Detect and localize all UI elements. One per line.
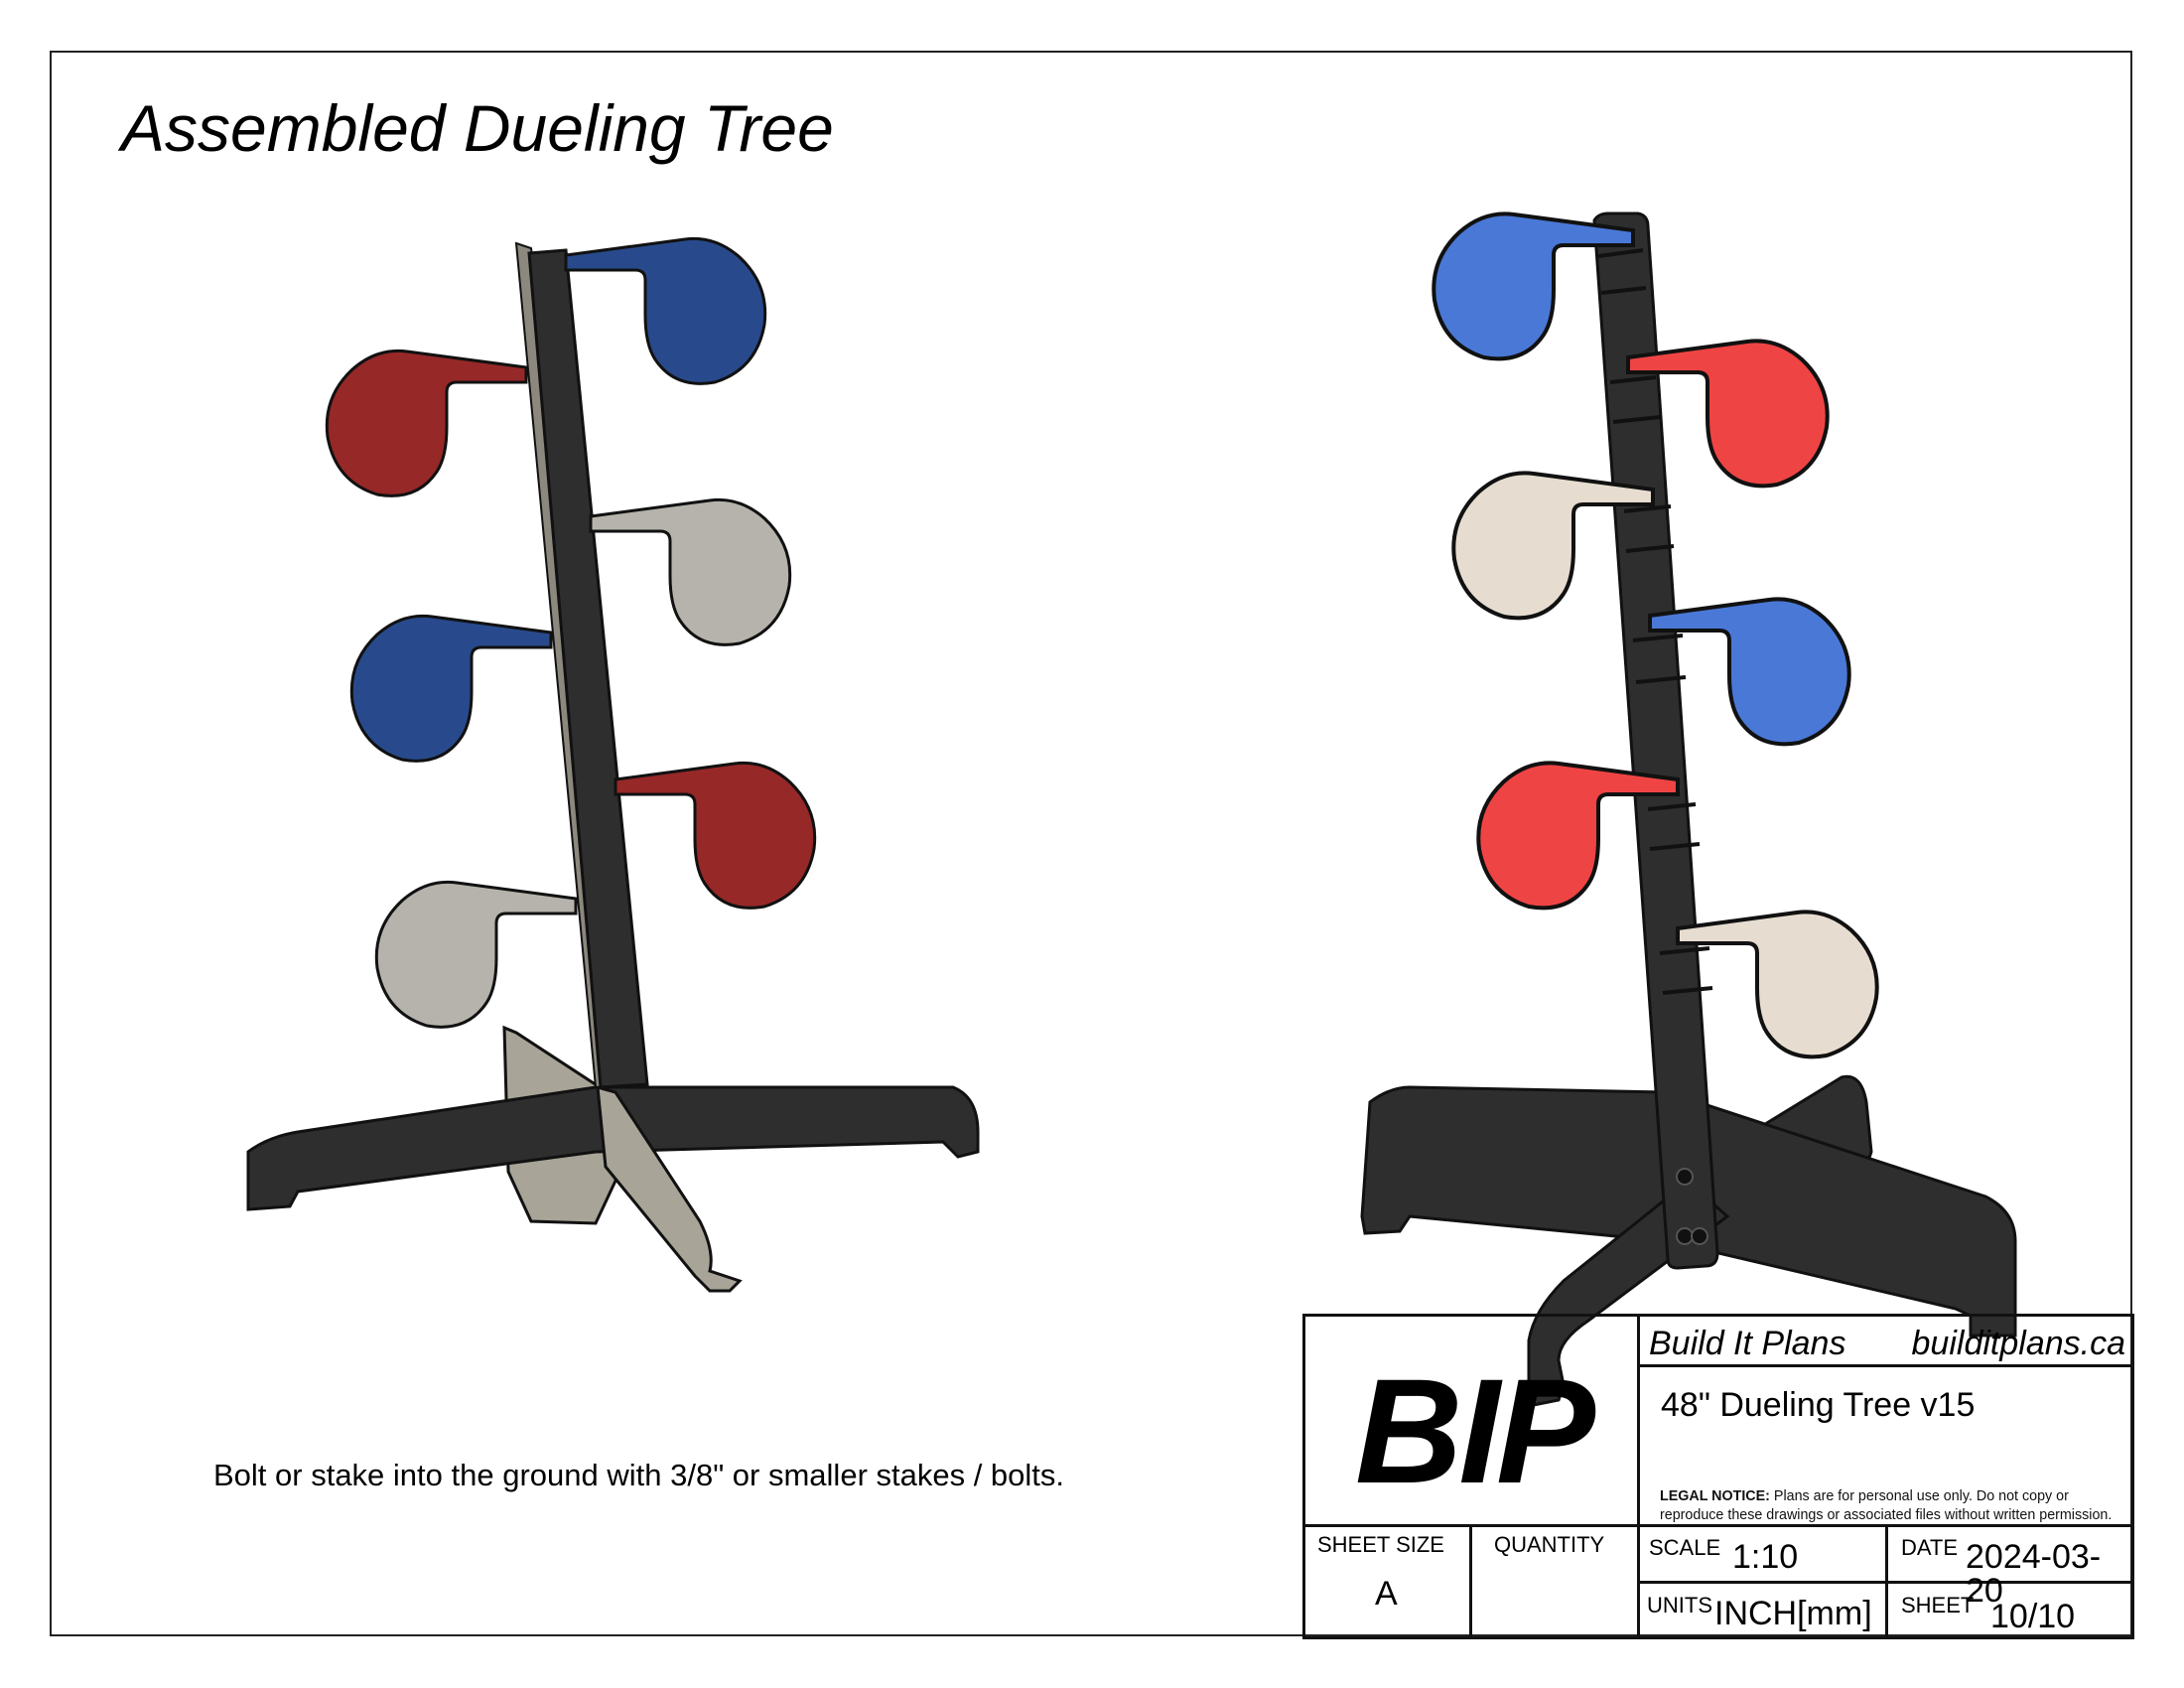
sheet-label: SHEET bbox=[1901, 1593, 1975, 1618]
left-tree bbox=[246, 236, 980, 1293]
divider bbox=[1469, 1524, 1472, 1636]
installation-note: Bolt or stake into the ground with 3/8" … bbox=[213, 1458, 1065, 1492]
sheet-size-label: SHEET SIZE bbox=[1317, 1532, 1444, 1557]
divider bbox=[1637, 1581, 2131, 1584]
scale-value: 1:10 bbox=[1732, 1538, 1799, 1576]
scale-label: SCALE bbox=[1649, 1535, 1721, 1560]
units-value: INCH[mm] bbox=[1714, 1595, 1872, 1632]
sheet-number: 10/10 bbox=[1990, 1598, 2076, 1635]
divider bbox=[1885, 1524, 1888, 1636]
project-name: 48" Dueling Tree v15 bbox=[1661, 1386, 1976, 1424]
legal-text: Plans are for personal use only. Do not … bbox=[1660, 1488, 2113, 1523]
divider bbox=[1637, 1524, 2131, 1527]
sheet-title: Assembled Dueling Tree bbox=[121, 91, 834, 165]
post bbox=[527, 248, 649, 1089]
units-label: UNITS bbox=[1647, 1593, 1712, 1618]
title-block: BIP Build It Plans builditplans.ca 48" D… bbox=[1302, 1314, 2134, 1639]
company-name: Build It Plans bbox=[1649, 1325, 1846, 1362]
post bbox=[1592, 211, 1719, 1270]
legal-notice: LEGAL NOTICE: Plans are for personal use… bbox=[1660, 1487, 2126, 1525]
bolt-icon bbox=[1676, 1227, 1694, 1245]
company-website: builditplans.ca bbox=[1911, 1325, 2125, 1362]
divider bbox=[1637, 1317, 1640, 1636]
legal-label: LEGAL NOTICE: bbox=[1660, 1488, 1770, 1504]
sheet-size-value: A bbox=[1375, 1575, 1398, 1613]
bolt-icon bbox=[1691, 1227, 1708, 1245]
base-front-leg bbox=[596, 1084, 743, 1293]
company-logo: BIP bbox=[1355, 1347, 1595, 1514]
drawing-border bbox=[50, 51, 2132, 1636]
bolt-icon bbox=[1676, 1168, 1694, 1186]
quantity-label: QUANTITY bbox=[1494, 1532, 1605, 1557]
date-label: DATE bbox=[1901, 1535, 1959, 1560]
date-value: 2024-03-20 bbox=[1966, 1538, 2102, 1610]
right-tree bbox=[1360, 211, 2017, 1407]
divider bbox=[1637, 1364, 2131, 1367]
